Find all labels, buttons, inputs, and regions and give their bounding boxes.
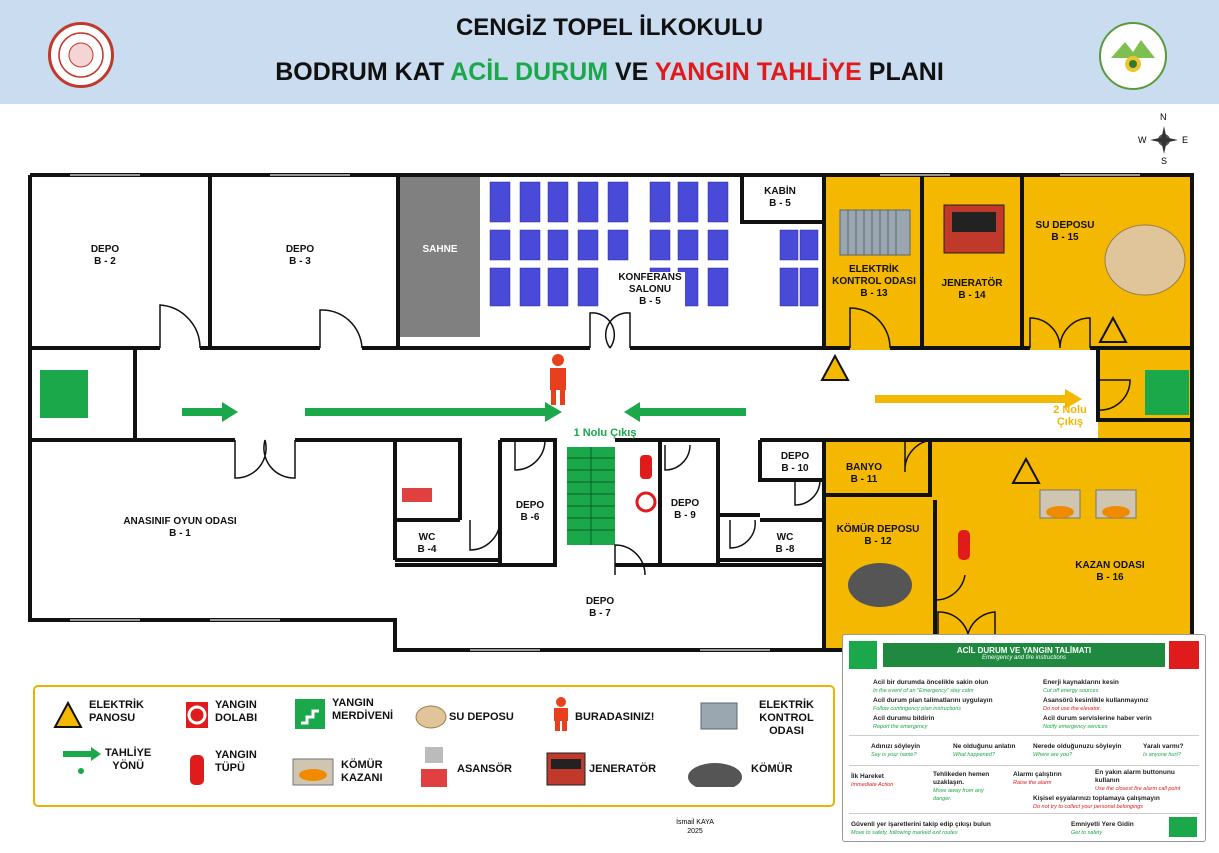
room-depo-b10: DEPO B - 10 [780, 451, 810, 474]
water-tank-icon [415, 705, 447, 729]
instructions-title: ACİL DURUM VE YANGIN TALİMATI [956, 646, 1092, 655]
legend-tahliye-yonu: TAHLİYE YÖNÜ [105, 747, 152, 772]
compass-e: E [1182, 135, 1189, 145]
coal-pile-icon [688, 763, 742, 787]
generator-icon [546, 752, 586, 786]
floor-plan [28, 173, 1194, 652]
room-elektrik: ELEKTRİK KONTROL ODASI B - 13 [832, 264, 916, 299]
instr-belongings: Kişisel eşyalarınızı toplamaya çalışmayı… [1033, 795, 1160, 810]
school-logo [1099, 22, 1167, 90]
compass-w: W [1138, 135, 1147, 145]
compass-n: N [1160, 112, 1167, 122]
room-banyo: BANYO B - 11 [845, 462, 883, 485]
instructions-title-bar: ACİL DURUM VE YANGIN TALİMATI Emergency … [883, 643, 1165, 667]
room-wc-b8: WC B -8 [775, 532, 795, 555]
room-sahne: SAHNE [422, 244, 458, 255]
room-depo-b7: DEPO B - 7 [585, 596, 615, 619]
instructions-subtitle: Emergency and fire instructions [981, 655, 1067, 661]
room-depo-b6: DEPO B -6 [515, 500, 545, 523]
legend-buradasiniz: BURADASINIZ! [575, 711, 655, 723]
compass: N W E S [1136, 112, 1192, 168]
legend-yangin-dolabi: YANGIN DOLABI [215, 699, 258, 724]
room-su-deposu: SU DEPOSU B - 15 [1035, 220, 1095, 243]
emergency-instructions-panel: ACİL DURUM VE YANGIN TALİMATI Emergency … [842, 634, 1206, 842]
evacuation-arrow-icon [63, 747, 101, 774]
room-kazan: KAZAN ODASI B - 16 [1075, 560, 1145, 583]
transformer-icon [700, 702, 738, 730]
legend-asansor: ASANSÖR [457, 763, 513, 775]
instr-follow-signs: Güvenli yer işaretlerini takip edip çıkı… [851, 821, 991, 836]
electric-hazard-icon [53, 701, 83, 728]
fire-hose-icon [186, 702, 208, 728]
fire-exit-icon [1169, 641, 1199, 669]
room-depo-b9: DEPO B - 9 [670, 498, 700, 521]
legend-su-deposu: SU DEPOSU [449, 711, 514, 723]
school-name: CENGİZ TOPEL İLKOKULU [455, 14, 764, 41]
legend-yangin-tupu: YANGIN TÜPÜ [215, 749, 257, 774]
legend-elektrik-kontrol: ELEKTRİK KONTROL ODASI [759, 699, 814, 737]
exit-sign-icon [849, 641, 877, 669]
coal-boiler-icon [292, 758, 334, 786]
legend: ELEKTRİK PANOSU YANGIN DOLABI YANGIN MER… [33, 685, 835, 807]
you-are-here-icon [554, 697, 568, 731]
legend-komur: KÖMÜR [751, 763, 793, 775]
exit-2-label: 2 Nolu Çıkış [1053, 404, 1087, 428]
fire-stairs-icon [295, 699, 325, 729]
room-anasinif: ANASINIF OYUN ODASI B - 1 [123, 516, 237, 539]
legend-elektrik-panosu: ELEKTRİK PANOSU [89, 699, 144, 724]
room-komur-deposu: KÖMÜR DEPOSU B - 12 [836, 524, 920, 547]
room-kabin: KABİN B - 5 [764, 186, 796, 209]
legend-yangin-merdiveni: YANGIN MERDİVENİ [332, 697, 394, 722]
assembly-point-icon [1169, 817, 1197, 837]
room-wc-b4: WC B -4 [417, 532, 437, 555]
room-depo-b2: DEPO B - 2 [90, 244, 120, 267]
fire-extinguisher-icon [190, 755, 204, 785]
header-banner [0, 0, 1219, 104]
author-credit: İsmail KAYA 2025 [660, 818, 730, 836]
author-year: 2025 [687, 828, 703, 835]
ministry-seal-logo [48, 22, 114, 88]
elevator-icon [421, 747, 447, 787]
exit-1-label: 1 Nolu Çıkış [573, 427, 637, 439]
instr-move-away: Tehlikeden hemen uzaklaşın.Move away fro… [933, 771, 990, 802]
room-depo-b3: DEPO B - 3 [285, 244, 315, 267]
legend-komur-kazani: KÖMÜR KAZANI [341, 759, 383, 784]
author-name: İsmail KAYA [676, 819, 714, 826]
compass-s: S [1161, 156, 1168, 166]
plan-title: BODRUM KAT ACİL DURUM VE YANGIN TAHLİYE … [275, 58, 944, 86]
legend-jenerator: JENERATÖR [589, 763, 657, 775]
q-hurt: Yaralı varmı?Is anyone hurt? [1143, 743, 1184, 758]
room-jenerator: JENERATÖR B - 14 [941, 278, 1003, 301]
room-konferans: KONFERANS SALONU B - 5 [615, 272, 685, 308]
